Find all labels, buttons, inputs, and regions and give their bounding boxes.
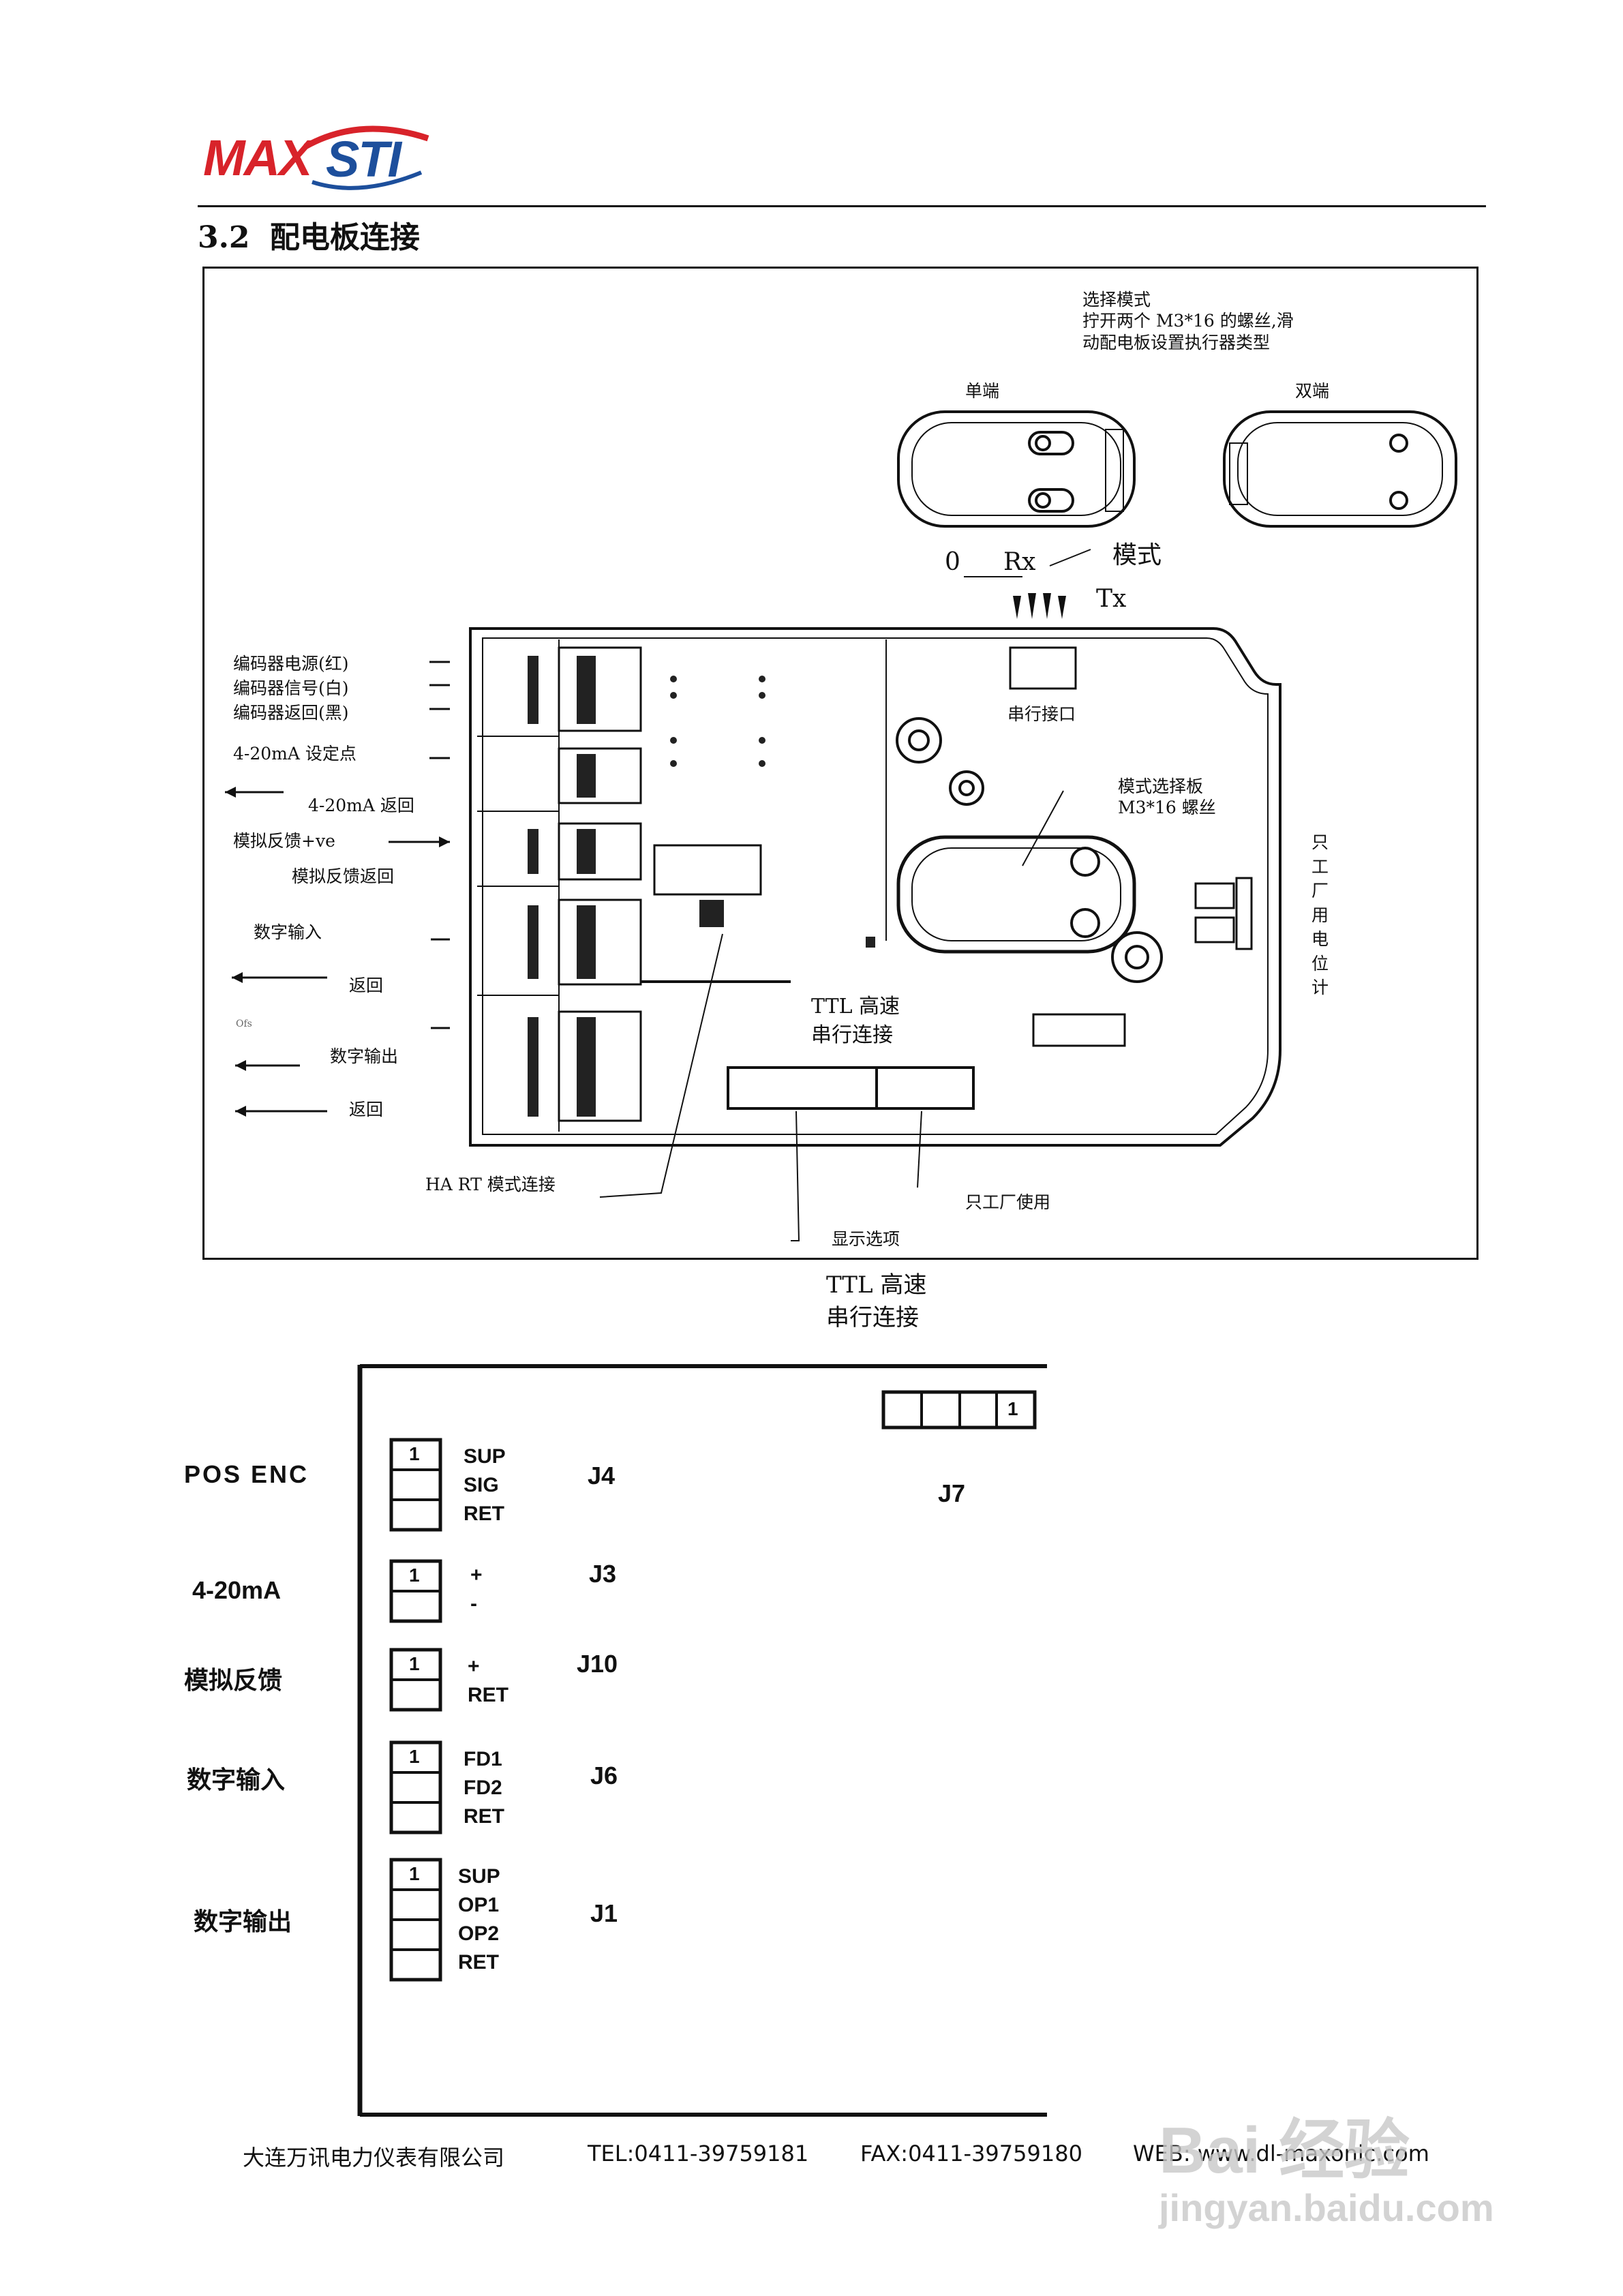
digital-output-label: 数字输出 [194,1907,292,1935]
mode-board-line-2: M3*16 螺丝 [1118,798,1216,818]
j6-pin-list: FD1 FD2 RET [464,1745,504,1831]
header-rule [198,205,1486,207]
j6-pin-fd1: FD1 [464,1748,502,1770]
logo-swoosh-icon [303,125,429,190]
setpoint-label: 4-20mA 设定点 [233,744,357,764]
j3-pin-list: + - [470,1561,483,1618]
j1-pin1-number: 1 [409,1863,420,1884]
select-mode-line-3: 动配电板设置执行器类型 [1082,332,1271,352]
footer-web: WEB: www.dl-maxonic.com [1133,2141,1429,2166]
signal-zero-label: 0 [945,548,960,576]
logo-text-blue: STI [326,131,401,187]
j1-pin-ret: RET [458,1951,499,1974]
signal-tx-label: Tx [1096,585,1127,613]
serial-port-label: 串行接口 [1007,704,1076,724]
j1-label: J1 [590,1899,618,1927]
footer-company: 大连万讯电力仪表有限公司 [243,2145,505,2171]
hart-mode-label: HA RT 模式连接 [425,1175,556,1194]
board-drawing [225,410,1457,1241]
footer-tel: TEL:0411-39759181 [588,2141,809,2166]
select-mode-line-1: 选择模式 [1082,290,1151,309]
display-option-label: 显示选项 [832,1229,900,1249]
j4-pin-ret: RET [464,1502,504,1525]
section-number: 3.2 [198,220,250,255]
j10-pin1-number: 1 [409,1653,420,1674]
single-end-slot-shape [897,410,1136,528]
enc-power-label: 编码器电源(红) [233,654,349,674]
logo-text-red: MAX [203,130,312,186]
factory-use-label: 只工厂使用 [965,1192,1051,1212]
signal-mode-label: 模式 [1112,541,1162,569]
footer-fax: FAX:0411-39759180 [860,2141,1082,2166]
j4-pin-sup: SUP [464,1445,506,1468]
baidu-watermark: Bai 经验 [1159,2114,1410,2187]
j6-pin-ret: RET [464,1805,504,1828]
ttl-caption-line-2: 串行连接 [826,1303,919,1331]
ttl-inner-line-1: TTL 高速 [811,995,900,1018]
enc-return-label: 编码器返回(黑) [233,703,349,723]
j10-pin-list: + RET [468,1652,509,1710]
mode-board-note: 模式选择板 M3*16 螺丝 [1118,776,1216,819]
baidu-watermark-url: jingyan.baidu.com [1159,2186,1494,2229]
double-end-label: 双端 [1295,381,1330,401]
j3-pin1-number: 1 [409,1565,420,1586]
return-label-1: 返回 [349,976,384,995]
j4-pin-list: SUP SIG RET [464,1442,506,1528]
j10-pin-plus: + [468,1655,480,1678]
j4-pin1-number: 1 [409,1443,420,1464]
j4-label: J4 [588,1462,616,1490]
digital-out-label: 数字输出 [330,1046,399,1066]
board-diagram-frame [202,267,1478,1260]
ttl-caption-line-1: TTL 高速 [826,1271,927,1299]
ma-return-label: 4-20mA 返回 [308,796,414,815]
j1-pin-list: SUP OP1 OP2 RET [458,1862,500,1977]
j10-pin-ret: RET [468,1684,509,1706]
section-heading: 3.2 配电板连接 [198,213,420,256]
j1-pin-op2: OP2 [458,1922,500,1945]
mode-board-line-1: 模式选择板 [1118,776,1204,796]
analog-fb-pos-label: 模拟反馈+ve [233,831,335,851]
section-title: 配电板连接 [269,220,420,255]
analog-fb-ret-label: 模拟反馈返回 [292,866,395,886]
factory-pot-char: 只 [1311,832,1329,852]
signal-rx-label: Rx [1003,548,1036,576]
ttl-inner-line-2: 串行连接 [811,1023,893,1047]
j3-pin-minus: - [470,1592,477,1615]
factory-pot-vertical-label: 只 工 厂 用 电 位 计 [1311,830,1329,1000]
return-label-2: 返回 [349,1100,384,1119]
j3-pin-plus: + [470,1564,483,1586]
enc-signal-label: 编码器信号(白) [233,678,349,698]
factory-pot-char: 位 [1311,953,1329,973]
digital-small-label: Ofs [236,1018,252,1029]
ttl-caption: TTL 高速 串行连接 [826,1269,926,1334]
ma-label: 4-20mA [192,1576,282,1604]
factory-pot-char: 用 [1311,905,1329,925]
factory-pot-char: 厂 [1311,881,1329,901]
j6-pin1-number: 1 [409,1746,420,1767]
j7-label: J7 [938,1479,966,1507]
j6-label: J6 [590,1762,618,1789]
j1-pin-op1: OP1 [458,1894,500,1916]
j7-pin1-label: 1 [1007,1398,1018,1419]
factory-pot-char: 计 [1311,978,1329,997]
factory-pot-char: 电 [1311,929,1329,949]
j4-pin-sig: SIG [464,1474,499,1496]
company-logo: MAX STI [203,119,442,194]
j3-label: J3 [589,1560,617,1588]
select-mode-line-2: 拧开两个 M3*16 的螺丝,滑 [1082,311,1294,331]
digital-input-label: 数字输入 [187,1766,286,1794]
single-end-label: 单端 [965,381,1000,401]
pos-enc-label: POS ENC [184,1460,309,1488]
select-mode-note: 选择模式 拧开两个 M3*16 的螺丝,滑 动配电板设置执行器类型 [1082,289,1294,353]
j1-pin-sup: SUP [458,1865,500,1888]
j10-label: J10 [577,1650,618,1678]
digital-in-label: 数字输入 [254,922,322,942]
double-end-slot-shape [1223,410,1457,528]
analog-feedback-label: 模拟反馈 [184,1666,283,1694]
ttl-inner-note: TTL 高速 串行连接 [811,993,900,1050]
factory-pot-char: 工 [1311,856,1329,877]
j6-pin-fd2: FD2 [464,1777,502,1799]
